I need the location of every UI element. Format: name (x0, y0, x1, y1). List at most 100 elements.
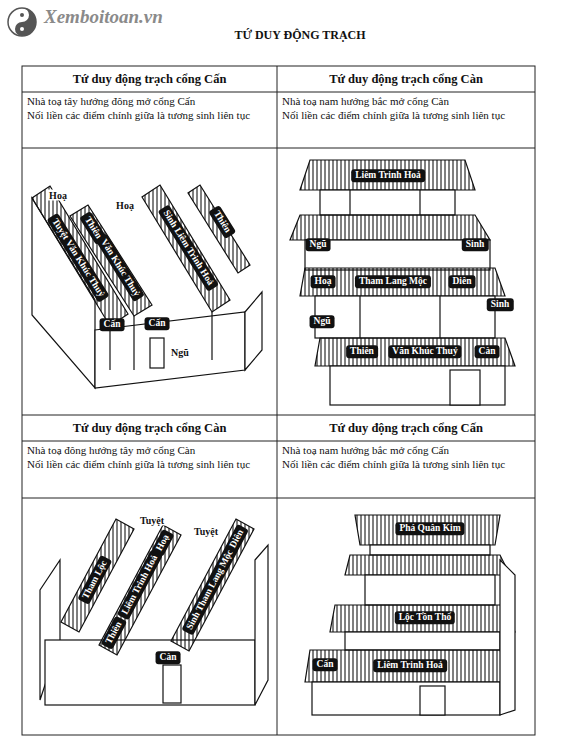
star-tag: Diên (449, 275, 476, 288)
house-drawing (211, 312, 212, 360)
description-text: Nhà toạ nam hướng bắc mở cổng Cấn (282, 444, 530, 458)
tag-text: Ngũ (314, 316, 331, 327)
star-tag: Phá Quân Kim (395, 522, 464, 535)
tag-text: Liêm Trinh Hoả (355, 170, 421, 181)
house-drawing (171, 519, 254, 651)
table-heading: Tứ duy động trạch cổng Cấn (277, 415, 535, 441)
pavilion-drawing (419, 190, 420, 215)
pavilion-drawing (450, 370, 480, 405)
tag-text: Thiên (350, 346, 374, 357)
tag-text: Càn (160, 652, 177, 663)
tag-text: Văn Khúc Thuỷ (392, 346, 457, 357)
star-label: Tuyệt (192, 526, 220, 537)
pavilion-drawing (355, 515, 500, 545)
star-label: Hoạ (47, 190, 69, 201)
tag-text: Liêm Trinh Hoả (377, 660, 443, 671)
tag-text: Lộc Tồn Thổ (399, 612, 451, 623)
star-tag: Sinh Tham Lang Mộc (181, 544, 238, 636)
house-drawing (163, 665, 181, 703)
tag-text: Sinh (491, 299, 510, 310)
star-tag: Cấn (313, 658, 338, 671)
description-text: Nối liền các điểm chính giữa là tương si… (27, 458, 272, 472)
description-text: Nối liền các điểm chính giữa là tương si… (282, 109, 530, 123)
table-grid (22, 66, 535, 735)
table-cell: Nhà toạ nam hướng bắc mở cổng CấnNối liề… (277, 441, 535, 498)
pavilion-drawing (300, 268, 505, 296)
star-tag: Càn (156, 651, 181, 664)
house-drawing (142, 185, 230, 312)
tag-text: Phá Quân Kim (399, 523, 460, 534)
table-cell: Nhà toạ tây hướng đông mở cổng CấnNối li… (22, 92, 277, 148)
house-drawing (40, 519, 268, 705)
logo (20, 27, 24, 31)
table-grid (22, 66, 535, 735)
house-drawing (109, 326, 110, 370)
pavilion-drawing (290, 160, 515, 405)
tag-text: Diên (453, 276, 472, 287)
table-heading: Tứ duy động trạch cổng Cấn (22, 66, 277, 92)
table-cell: Nhà toạ đông hướng tây mở cổng CànNối li… (22, 441, 277, 498)
pavilion-drawing (305, 515, 515, 715)
table-heading: Tứ duy động trạch cổng Càn (22, 415, 277, 441)
pavilion-drawing (345, 555, 510, 575)
heading-text: Tứ duy động trạch cổng Cấn (73, 72, 227, 87)
logo (8, 8, 36, 36)
house-drawing (95, 312, 245, 388)
description-text: Nhà toạ đông hướng tây mở cổng Càn (27, 444, 272, 458)
pavilion-drawing (370, 545, 490, 555)
pavilion-drawing (365, 575, 495, 605)
pavilion-drawing (305, 650, 510, 682)
star-tag: Thiên (346, 345, 378, 358)
description-text: Nhà toạ tây hướng đông mở cổng Cấn (27, 95, 272, 109)
logo (15, 8, 36, 36)
star-tag: Văn Khúc Thuỷ (388, 345, 461, 358)
tag-text: Càn (479, 346, 496, 357)
pavilion-drawing (349, 190, 350, 215)
heading-text: Tứ duy động trạch cổng Càn (329, 72, 483, 87)
pavilion-drawing (420, 686, 445, 715)
house-drawing (150, 338, 164, 368)
house-drawing (45, 640, 255, 705)
pavilion-drawing (330, 366, 505, 405)
description-text: Nhà toạ nam hướng bắc mở cổng Càn (282, 95, 530, 109)
star-tag: Liêm Trinh Hoả (351, 169, 425, 182)
pavilion-drawing (320, 190, 455, 215)
pavilion-drawing (330, 605, 515, 632)
pavilion-drawing (290, 215, 490, 240)
logo (20, 13, 24, 17)
star-tag: Lộc Tồn Thổ (395, 611, 455, 624)
pavilion-drawing (312, 682, 500, 715)
star-tag: Liêm Trinh Hoả (373, 659, 447, 672)
star-tag: Tham Lang Mộc (355, 275, 431, 288)
pavilion-drawing (345, 632, 500, 650)
star-tag: Sinh (487, 298, 514, 311)
house-drawing (99, 525, 181, 655)
house-drawing (133, 316, 134, 370)
table-grid (277, 66, 278, 735)
star-label: Ngũ (169, 347, 191, 358)
house-drawing (245, 292, 262, 370)
description-text: Nối liền các điểm chính giữa là tương si… (27, 109, 272, 123)
house-drawing (255, 545, 268, 705)
table-cell: Nhà toạ nam hướng bắc mở cổng CànNối liề… (277, 92, 535, 148)
star-tag: Cấn (145, 317, 170, 330)
pavilion-drawing (359, 296, 360, 338)
star-tag: Hoạ (311, 275, 336, 288)
page-title: TỨ DUY ĐỘNG TRẠCH (234, 28, 365, 43)
tag-text: Tham Lang Mộc (359, 276, 427, 287)
star-label: Hoạ (114, 200, 136, 211)
pavilion-drawing (500, 560, 515, 715)
tag-text: Hoạ (315, 276, 332, 287)
heading-text: Tứ duy động trạch cổng Càn (73, 421, 227, 436)
heading-text: Tứ duy động trạch cổng Cấn (329, 421, 483, 436)
star-tag: Càn (475, 345, 500, 358)
star-tag: Ngũ (310, 315, 335, 328)
table-grid (22, 92, 535, 93)
table-grid (22, 498, 535, 499)
tag-text: Ngũ (310, 239, 327, 250)
star-tag: Cấn (100, 318, 125, 331)
watermark: Xemboitoan.vn (42, 6, 165, 28)
table-heading: Tứ duy động trạch cổng Càn (277, 66, 535, 92)
tag-text: Cấn (317, 659, 334, 670)
star-label: Tuyệt (138, 515, 166, 526)
